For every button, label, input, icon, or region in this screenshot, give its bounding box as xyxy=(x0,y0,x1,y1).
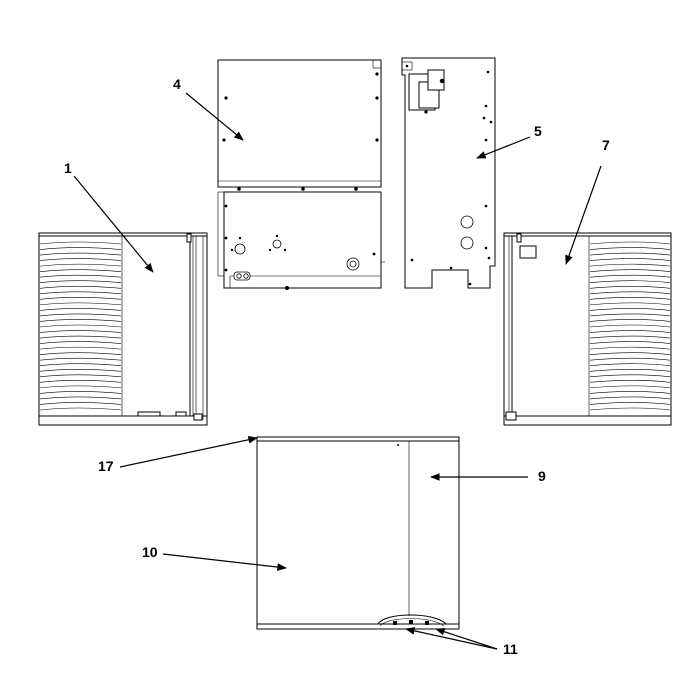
top-service-panel xyxy=(217,59,382,191)
grille-slat xyxy=(589,297,671,300)
grille-slat xyxy=(589,285,671,289)
grille-slat xyxy=(589,263,671,267)
grille-slat xyxy=(589,396,671,400)
callout-leaders xyxy=(73,92,602,650)
callout-17: 17 xyxy=(98,458,114,474)
grille-slat xyxy=(589,368,671,372)
grille-slat xyxy=(589,280,671,284)
grille-slat xyxy=(589,341,671,344)
left-corner-panel xyxy=(38,232,208,426)
grille-slat xyxy=(589,241,671,245)
grille-slat xyxy=(589,302,671,306)
grille-slat xyxy=(39,374,122,378)
grille-slat xyxy=(589,247,671,250)
callout-4: 4 xyxy=(173,76,181,92)
grille-slat xyxy=(589,324,671,328)
grille-slat xyxy=(39,313,122,317)
grille-slat xyxy=(39,391,122,394)
grille-slat xyxy=(39,341,122,344)
grille-slat xyxy=(589,407,671,411)
grille-slat xyxy=(39,297,122,300)
grille-slat xyxy=(39,285,122,289)
partition-panel xyxy=(401,57,496,289)
grille-slat xyxy=(39,274,122,278)
callout-11: 11 xyxy=(503,641,518,657)
coil-grille-left xyxy=(39,241,122,411)
grille-slat xyxy=(589,308,671,311)
grille-slat xyxy=(39,357,122,361)
grille-slat xyxy=(39,385,122,389)
grille-slat xyxy=(589,385,671,389)
callout-9: 9 xyxy=(538,468,546,484)
grille-slat xyxy=(39,308,122,311)
grille-slat xyxy=(39,258,122,261)
grille-slat xyxy=(589,352,671,355)
grille-slat xyxy=(589,346,671,350)
grille-slat xyxy=(589,252,671,256)
grille-slat xyxy=(589,330,671,333)
callout-10: 10 xyxy=(142,544,158,560)
grille-slat xyxy=(589,402,671,405)
grille-slat xyxy=(589,391,671,394)
coil-grille-right xyxy=(589,241,671,411)
grille-slat xyxy=(39,241,122,245)
grille-slat xyxy=(39,407,122,411)
grille-slat xyxy=(589,291,671,295)
grille-slat xyxy=(39,291,122,295)
callout-1: 1 xyxy=(64,160,72,176)
grille-slat xyxy=(589,319,671,322)
grille-slat xyxy=(589,374,671,378)
callout-7: 7 xyxy=(602,137,610,153)
grille-slat xyxy=(39,396,122,400)
grille-slat xyxy=(589,335,671,339)
grille-slat xyxy=(589,363,671,367)
callout-5: 5 xyxy=(534,123,542,139)
grille-slat xyxy=(39,252,122,256)
grille-slat xyxy=(39,380,122,383)
grille-slat xyxy=(39,346,122,350)
top-cover xyxy=(256,436,460,630)
grille-slat xyxy=(589,357,671,361)
grille-slat xyxy=(39,280,122,284)
grille-slat xyxy=(589,313,671,317)
grille-slat xyxy=(39,324,122,328)
grille-slat xyxy=(39,269,122,272)
grille-slat xyxy=(39,319,122,322)
grille-slat xyxy=(39,247,122,250)
grille-slat xyxy=(589,274,671,278)
grille-slat xyxy=(589,380,671,383)
grille-slat xyxy=(39,402,122,405)
grille-slat xyxy=(39,368,122,372)
right-corner-panel xyxy=(503,232,672,426)
grille-slat xyxy=(589,269,671,272)
grille-slat xyxy=(39,330,122,333)
grille-slat xyxy=(39,302,122,306)
control-panel xyxy=(217,191,385,290)
grille-slat xyxy=(39,363,122,367)
grille-slat xyxy=(39,263,122,267)
grille-slat xyxy=(39,335,122,339)
grille-slat xyxy=(39,352,122,355)
grille-slat xyxy=(589,258,671,261)
